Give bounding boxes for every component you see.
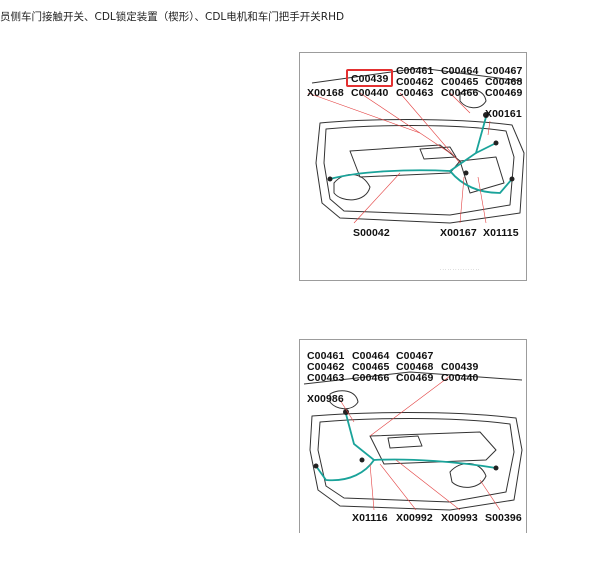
label-c00462: C00462	[396, 76, 434, 88]
label-c00440: C00440	[351, 87, 389, 99]
harness-branch-lower	[449, 170, 513, 194]
harness-branch-lower-2	[315, 459, 375, 482]
label-c00465-2: C00465	[352, 361, 390, 373]
label-s00042: S00042	[353, 227, 390, 239]
label-c00468: C00468	[485, 76, 523, 88]
door-handle	[419, 146, 457, 160]
connector-mirror-2	[343, 409, 349, 415]
window-frame-line-2	[303, 371, 523, 385]
label-c00465: C00465	[441, 76, 479, 88]
connector-hinge	[509, 176, 515, 182]
label-x00992: X00992	[396, 512, 433, 524]
connector-handle	[463, 170, 469, 176]
drawing-credit: · · · · · · · · · · · · · · · ·	[440, 267, 480, 272]
label-x01115: X01115	[483, 227, 519, 239]
connector-hinge-2	[313, 463, 319, 469]
label-c00467: C00467	[485, 65, 523, 77]
label-c00467-2: C00467	[396, 350, 434, 362]
label-c00464-2: C00464	[352, 350, 390, 362]
speaker-outline-2	[449, 463, 487, 488]
connector-speaker	[327, 176, 333, 182]
label-c00461: C00461	[396, 65, 434, 77]
connector-speaker-2	[493, 465, 499, 471]
label-x00986: X00986	[307, 393, 344, 405]
door-inner-trim-2	[317, 418, 515, 503]
label-x00167: X00167	[440, 227, 477, 239]
label-c00463-2: C00463	[307, 372, 345, 384]
connector-mirror	[483, 112, 489, 118]
label-c00440-2: C00440	[441, 372, 479, 384]
harness-main-2	[345, 413, 497, 469]
label-x00168: X00168	[307, 87, 344, 99]
label-c00466: C00466	[441, 87, 479, 99]
label-x00993: X00993	[441, 512, 478, 524]
mirror-outline-2	[329, 390, 359, 410]
mirror-outline	[459, 89, 487, 109]
label-c00464: C00464	[441, 65, 479, 77]
label-c00463: C00463	[396, 87, 434, 99]
label-s00396: S00396	[485, 512, 522, 524]
door-wiring-drawing	[307, 67, 525, 224]
label-c00468-2: C00468	[396, 361, 434, 373]
door-handle-2	[387, 435, 423, 449]
label-c00462-2: C00462	[307, 361, 345, 373]
window-frame-line	[311, 67, 523, 84]
speaker-outline	[333, 174, 371, 201]
door-inner-trim	[323, 125, 515, 216]
label-c00469-2: C00469	[396, 372, 434, 384]
lock-module-outline	[459, 156, 505, 194]
wiring-diagram-rhd-2: C00461 C00464 C00467 C00462 C00465 C0046…	[299, 339, 527, 533]
connector-handle-2	[359, 457, 365, 463]
door-wiring-drawing-2	[303, 371, 523, 511]
wiring-diagram-rhd-1: C00461 C00464 C00467 C00439 C00462 C0046…	[299, 52, 527, 281]
harness-branch-lock	[475, 142, 497, 154]
label-c00439: C00439	[351, 73, 389, 85]
door-outer-shell	[315, 119, 525, 224]
label-c00466-2: C00466	[352, 372, 390, 384]
label-x00161: X00161	[485, 108, 522, 120]
label-c00469: C00469	[485, 87, 523, 99]
label-x01116: X01116	[352, 512, 388, 524]
highlight-box	[346, 69, 393, 87]
connector-lock	[493, 140, 499, 146]
label-c00461-2: C00461	[307, 350, 345, 362]
figure-caption: 员侧车门接触开关、CDL锁定装置（楔形）、CDL电机和车门把手开关RHD	[0, 11, 345, 23]
label-c00439-2: C00439	[441, 361, 479, 373]
